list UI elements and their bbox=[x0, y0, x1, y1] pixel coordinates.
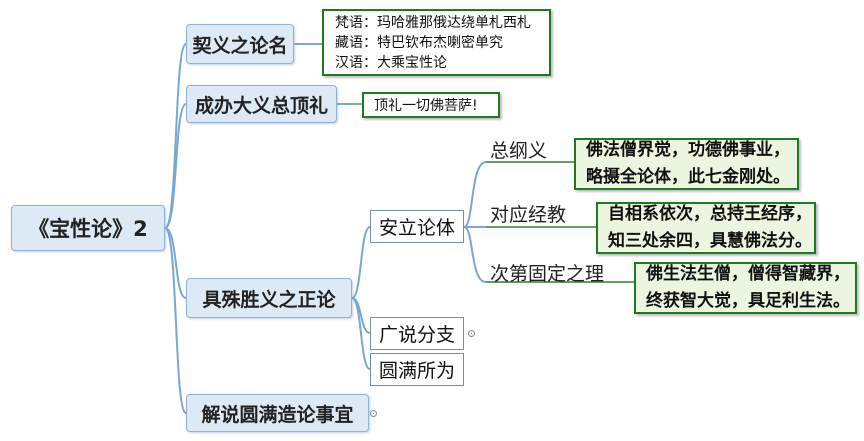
root-topic[interactable]: 《宝性论》2 bbox=[11, 205, 165, 251]
homage-box[interactable]: 顶礼一切佛菩萨! bbox=[362, 92, 500, 118]
label-order: 次第固定之理 bbox=[490, 263, 605, 285]
subtopic-establish[interactable]: 安立论体 bbox=[370, 210, 464, 243]
branch-homage[interactable]: 成办大义总顶礼 bbox=[186, 85, 337, 123]
subtopic-explain[interactable]: 广说分支 bbox=[370, 317, 464, 350]
branch-title[interactable]: 契义之论名 bbox=[186, 24, 294, 64]
title-sanskrit: 梵语：玛哈雅那俄达绕单札西札 bbox=[335, 14, 531, 31]
title-tibetan: 藏语：特巴钦布杰喇密单究 bbox=[335, 34, 503, 51]
verse-box-order[interactable]: 佛生法生僧，僧得智藏界， 终获智大觉，具足利生法。 bbox=[634, 262, 857, 314]
branch-conclusion[interactable]: 解说圆满造论事宜 bbox=[186, 394, 369, 432]
root-topic-label: 《宝性论》2 bbox=[28, 217, 148, 241]
subtopic-explain-collapse-marker[interactable] bbox=[468, 330, 475, 337]
branch-conclusion-label: 解说圆满造论事宜 bbox=[201, 403, 354, 426]
verse-outline-line-2: 略摄全论体，此七金刚处。 bbox=[586, 167, 790, 187]
subtopic-purpose-label: 圆满所为 bbox=[378, 360, 455, 382]
branch-homage-label: 成办大义总顶礼 bbox=[194, 94, 328, 117]
verse-box-scripture[interactable]: 自相系依次，总持王经序， 知三处余四，具慧佛法分。 bbox=[596, 202, 816, 254]
branch-treatise[interactable]: 具殊胜义之正论 bbox=[186, 278, 352, 318]
verse-order-line-1: 佛生法生僧，僧得智藏界， bbox=[646, 264, 850, 284]
homage-text: 顶礼一切佛菩萨! bbox=[374, 98, 478, 114]
subtopic-purpose[interactable]: 圆满所为 bbox=[370, 353, 464, 386]
verse-outline-line-1: 佛法僧界觉，功德佛事业， bbox=[586, 140, 790, 160]
verse-scripture-line-1: 自相系依次，总持王经序， bbox=[608, 204, 812, 224]
subtopic-establish-label: 安立论体 bbox=[378, 217, 455, 239]
branch-treatise-label: 具殊胜义之正论 bbox=[202, 288, 336, 311]
title-chinese: 汉语：大乘宝性论 bbox=[335, 54, 447, 71]
subtopic-explain-label: 广说分支 bbox=[378, 324, 455, 346]
branch-title-label: 契义之论名 bbox=[192, 34, 288, 57]
title-box[interactable]: 梵语：玛哈雅那俄达绕单札西札 藏语：特巴钦布杰喇密单究 汉语：大乘宝性论 bbox=[322, 9, 551, 76]
label-outline: 总纲义 bbox=[490, 140, 548, 162]
verse-scripture-line-2: 知三处余四，具慧佛法分。 bbox=[608, 231, 812, 251]
verse-order-line-2: 终获智大觉，具足利生法。 bbox=[646, 291, 850, 311]
verse-box-outline[interactable]: 佛法僧界觉，功德佛事业， 略摄全论体，此七金刚处。 bbox=[574, 138, 799, 190]
branch-conclusion-collapse-marker[interactable] bbox=[370, 410, 377, 417]
label-scripture: 对应经教 bbox=[490, 204, 567, 226]
